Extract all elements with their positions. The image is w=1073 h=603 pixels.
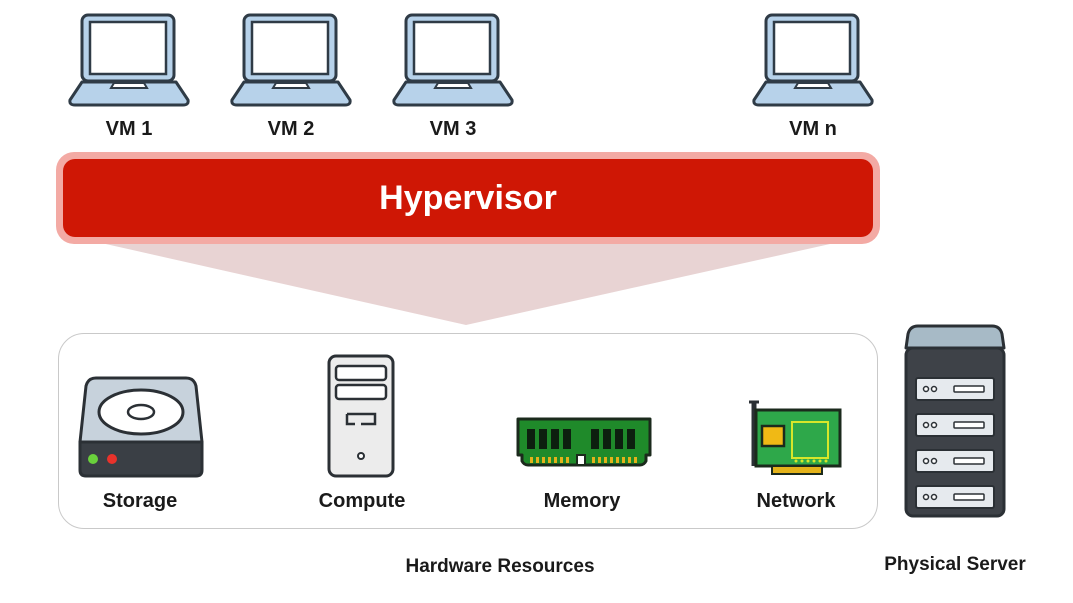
vm-3-laptop-icon [392, 13, 514, 107]
compute-label: Compute [318, 490, 406, 512]
desktop-tower-icon [327, 354, 395, 478]
vm-n-laptop-icon [752, 13, 874, 107]
memory-module-icon [516, 417, 652, 467]
network-label: Network [756, 490, 836, 512]
hardware-resources-caption: Hardware Resources [405, 556, 595, 577]
hard-drive-icon [78, 376, 204, 478]
vm-1-laptop-icon [68, 13, 190, 107]
vm-1-label: VM 1 [105, 118, 153, 140]
memory-label: Memory [543, 490, 621, 512]
vm-n-label: VM n [789, 118, 837, 140]
hypervisor-bar: Hypervisor [56, 152, 880, 244]
hypervisor-label: Hypervisor [63, 159, 873, 237]
storage-label: Storage [102, 490, 178, 512]
network-card-icon [749, 400, 842, 475]
vm-2-label: VM 2 [267, 118, 315, 140]
physical-server-caption: Physical Server [884, 554, 1026, 575]
server-rack-icon [904, 324, 1006, 518]
vm-2-laptop-icon [230, 13, 352, 107]
vm-3-label: VM 3 [429, 118, 477, 140]
